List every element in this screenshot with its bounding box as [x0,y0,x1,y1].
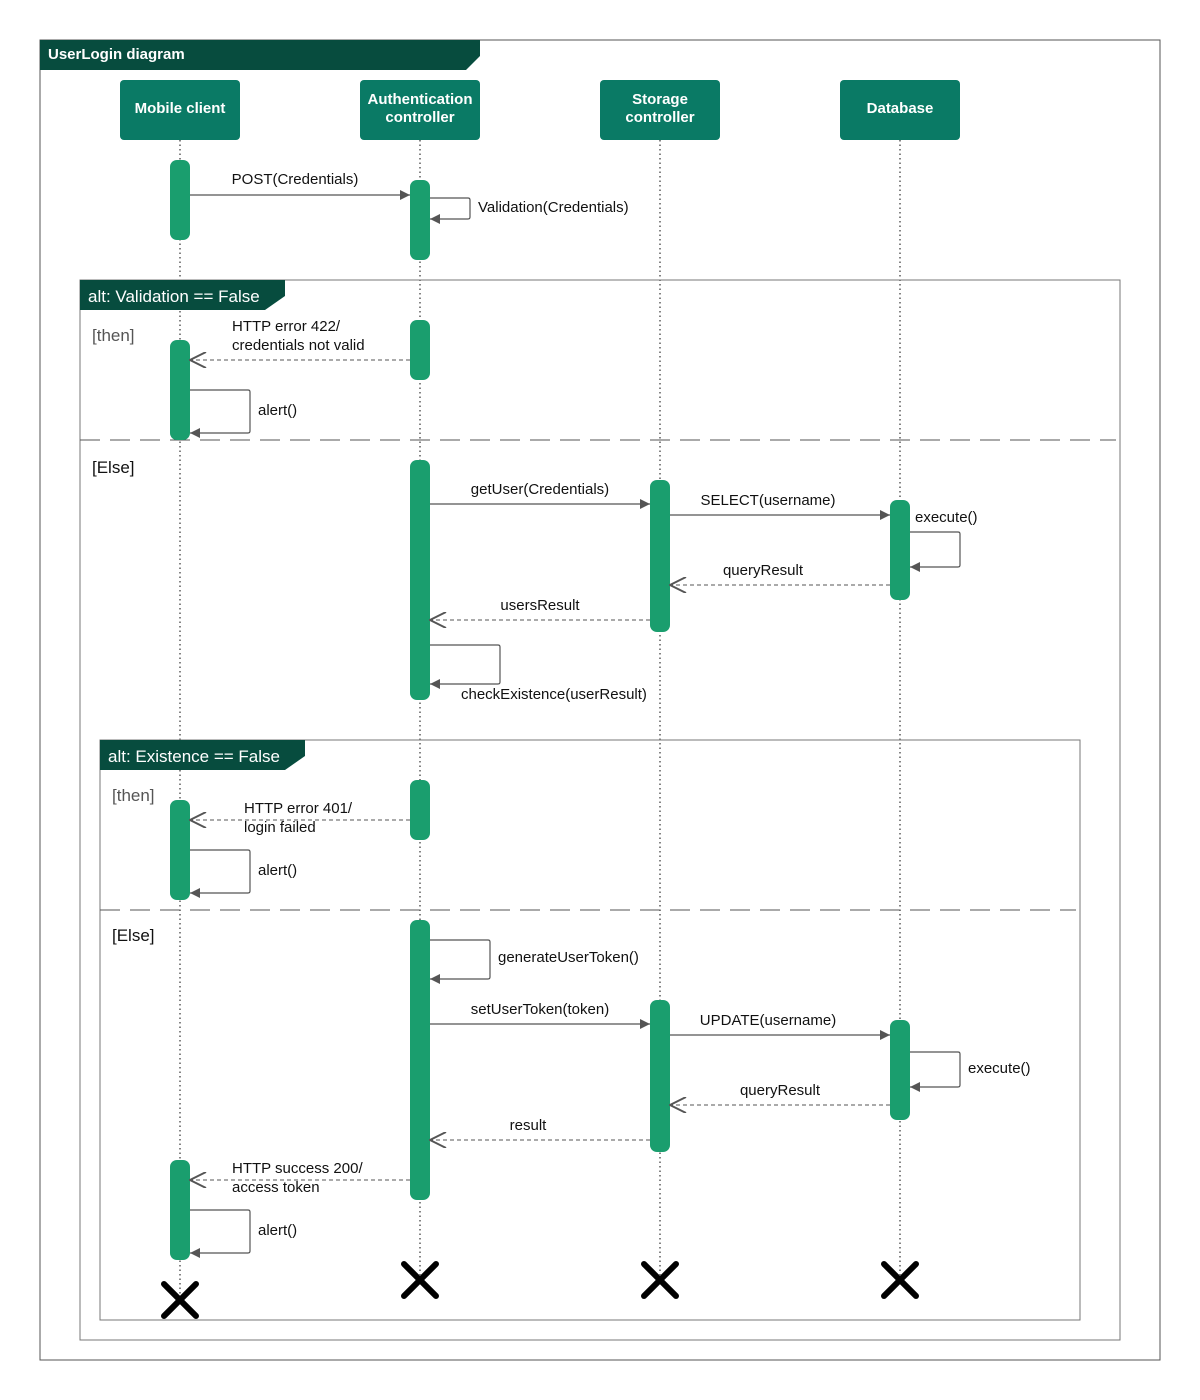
message-label-validation: Validation(Credentials) [478,199,629,216]
message-label-http401: HTTP error 401/ [244,800,353,817]
destroy-mark-auth [401,1261,439,1299]
message-label-alert2: alert() [258,862,297,879]
message-label-execute1: execute() [915,509,978,526]
destroy-stroke-b-db [881,1261,919,1299]
diagram-title: UserLogin diagram [48,46,185,63]
message-label-http401: login failed [244,819,316,836]
destroy-mark-mobile [161,1281,199,1319]
message-label-result: result [510,1117,548,1134]
guard-then-alt-validation: [then] [92,326,135,345]
destroy-mark-storage [641,1261,679,1299]
self-message-arrow-alert3 [190,1209,251,1258]
message-label-http200: HTTP success 200/ [232,1160,363,1177]
destroy-stroke-b-mobile [161,1281,199,1319]
destroy-mark-db [881,1261,919,1299]
self-message-arrow-alert1 [190,389,251,438]
frame-title-alt-existence: alt: Existence == False [108,747,280,766]
frame-alt-existence [99,739,1081,1321]
message-label-getuser: getUser(Credentials) [471,481,609,498]
participant-header-storage [600,80,720,140]
self-message-arrow-generatetoken [430,939,491,984]
message-label-alert3: alert() [258,1222,297,1239]
participant-label-auth: Authentication [368,91,473,108]
frame-alt-validation [79,279,1121,1341]
message-label-select: SELECT(username) [700,492,835,509]
activation-bar-mobile-4 [170,340,190,440]
activation-bar-db-12 [890,1020,910,1120]
participant-label-mobile: Mobile client [135,100,226,117]
message-label-checkexistence: checkExistence(userResult) [461,686,647,703]
guard-else-alt-validation: [Else] [92,458,135,477]
destroy-stroke-b-auth [401,1261,439,1299]
participant-header-db [840,80,960,140]
participant-label-auth: controller [385,109,454,126]
activation-bar-auth-5 [410,460,430,700]
frame-title-tab-alt-validation [80,280,285,310]
diagram-frame [39,39,1161,1361]
activation-bar-mobile-1 [170,160,190,240]
message-label-usersresult: usersResult [500,597,580,614]
message-label-http422: credentials not valid [232,337,365,354]
activation-bar-mobile-13 [170,1160,190,1260]
self-message-arrow-validation [430,197,471,224]
frame-title-alt-validation: alt: Validation == False [88,287,260,306]
message-label-queryresult2: queryResult [740,1082,821,1099]
activation-bar-storage-6 [650,480,670,632]
activation-bar-auth-8 [410,780,430,840]
activation-bar-auth-3 [410,320,430,380]
message-label-update: UPDATE(username) [700,1012,836,1029]
participant-label-storage: Storage [632,91,688,108]
activation-bar-auth-2 [410,180,430,260]
guard-then-alt-existence: [then] [112,786,155,805]
frame-title-tab-alt-existence [100,740,305,770]
guard-else-alt-existence: [Else] [112,926,155,945]
message-label-queryresult1: queryResult [723,562,804,579]
participant-label-storage: controller [625,109,694,126]
self-message-arrow-alert2 [190,849,251,898]
self-message-arrow-checkexistence [430,644,501,689]
participant-header-mobile [120,80,240,140]
activation-bar-auth-10 [410,920,430,1200]
message-label-generatetoken: generateUserToken() [498,949,639,966]
message-label-alert1: alert() [258,402,297,419]
message-label-http200: access token [232,1179,320,1196]
activation-bar-mobile-9 [170,800,190,900]
activation-bar-storage-11 [650,1000,670,1152]
participant-header-auth [360,80,480,140]
self-message-arrow-execute1 [910,531,961,572]
self-message-arrow-execute2 [910,1051,961,1092]
message-label-http422: HTTP error 422/ [232,318,341,335]
message-label-post: POST(Credentials) [232,171,359,188]
activation-bar-db-7 [890,500,910,600]
message-label-settoken: setUserToken(token) [471,1001,609,1018]
diagram-title-tab [40,40,480,70]
destroy-stroke-b-storage [641,1261,679,1299]
participant-label-db: Database [867,100,934,117]
message-label-execute2: execute() [968,1060,1031,1077]
